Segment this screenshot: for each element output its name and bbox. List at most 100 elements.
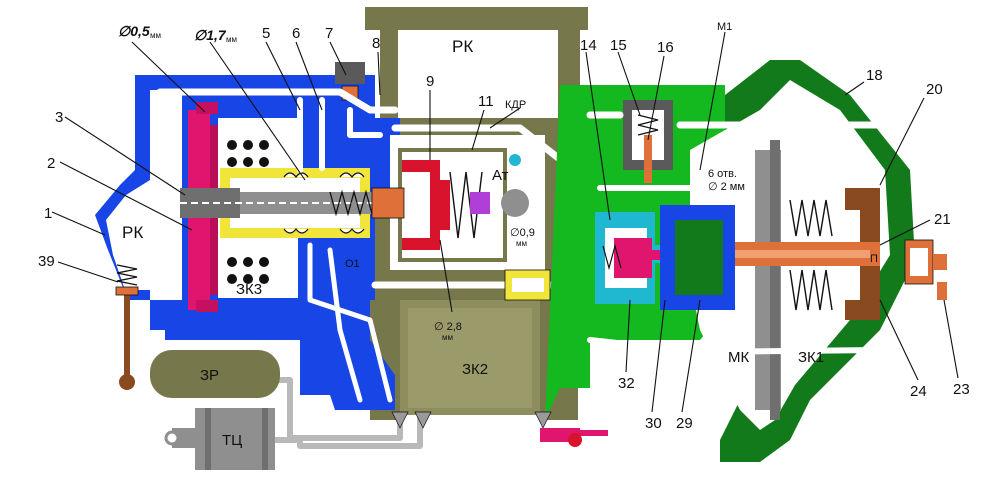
- callout-29: 29: [676, 415, 693, 432]
- diaphragm-gray-plate: [770, 140, 780, 420]
- label-kdr: КДР: [505, 99, 526, 111]
- violet-valve: [470, 192, 490, 214]
- channel-low2: [327, 247, 363, 403]
- dim-d28-unit: мм: [442, 333, 453, 342]
- magenta-valve: [614, 238, 652, 278]
- zk1-spring-bot: [789, 269, 833, 311]
- holes-line1: 6 отв.: [708, 168, 737, 180]
- callout-32: 32: [618, 375, 635, 392]
- label-mk: МК: [728, 349, 749, 366]
- label-zr: ЗР: [200, 367, 219, 384]
- callout-16: 16: [657, 39, 674, 56]
- at-indicator-dot: [509, 154, 521, 166]
- tc-pipe: [270, 415, 423, 449]
- callout-21: 21: [934, 211, 951, 228]
- label-rk-left: РК: [122, 223, 143, 242]
- diaphragm-2-ring-bot: [196, 300, 218, 312]
- cylinder-tc-rod: [172, 428, 196, 448]
- callout-2: 2: [47, 155, 55, 172]
- dim-d17: ∅1,7: [194, 27, 227, 43]
- plug-7: [335, 62, 365, 84]
- filter: [504, 269, 551, 301]
- cylinder-tc-rib1: [205, 408, 211, 470]
- callout-24: 24: [910, 383, 927, 400]
- holes-line2: ∅ 2 мм: [708, 181, 745, 193]
- callout-9: 9: [426, 73, 434, 90]
- callout-5: 5: [262, 25, 270, 42]
- dim-d05-unit: мм: [150, 31, 161, 40]
- callout-39: 39: [38, 253, 55, 270]
- label-o1: О1: [345, 258, 360, 270]
- lower-pipe: [587, 337, 883, 355]
- callout-20: 20: [926, 81, 943, 98]
- callout-15: 15: [610, 37, 627, 54]
- label-tc: ТЦ: [222, 432, 242, 449]
- valve-39-spring: [116, 264, 138, 286]
- valve-39-stem: [124, 295, 130, 375]
- dim-d09-unit: мм: [516, 239, 527, 248]
- central-body: [365, 7, 588, 420]
- dim-d17-unit: мм: [226, 35, 237, 44]
- orange-rod-inner: [720, 250, 870, 258]
- callout-30: 30: [645, 415, 662, 432]
- cyan-valve-spring: [602, 243, 622, 271]
- callout-14: 14: [580, 37, 597, 54]
- plug-23-inner: [910, 248, 928, 276]
- label-p: П: [870, 253, 878, 265]
- rk-chamber-top: [398, 30, 558, 118]
- filter-core: [512, 278, 544, 292]
- rk-left-chamber: [106, 90, 182, 300]
- callout-7: 7: [325, 25, 333, 42]
- label-zk3: ЗК3: [236, 281, 262, 298]
- callout-23: 23: [953, 381, 970, 398]
- cylinder-tc-eye: [164, 430, 180, 446]
- right-body: [545, 60, 947, 462]
- zk3-springs: [227, 140, 269, 284]
- rod-spring: [329, 189, 373, 217]
- left-channels: [156, 88, 399, 403]
- text-labels: ∅0,5 мм ∅1,7 мм ∅0,9 мм ∅ 2,8 мм 6 отв. …: [38, 21, 970, 449]
- dim-d05: ∅0,5: [118, 23, 150, 39]
- check-valve-2: [414, 411, 432, 429]
- drain-cock-handle: [580, 430, 608, 436]
- valve-16-stem: [644, 135, 652, 183]
- label-m1: М1: [717, 21, 732, 33]
- channel-top: [156, 88, 399, 114]
- plug-23-foot: [937, 282, 947, 300]
- check-valve-1: [391, 411, 409, 429]
- drain-cock-valve: [568, 433, 582, 447]
- tank-zr: [150, 350, 280, 398]
- callout-6: 6: [292, 25, 300, 42]
- check-valve-3: [534, 411, 552, 429]
- orange-plug: [371, 187, 405, 219]
- label-zk2: ЗК2: [462, 361, 488, 378]
- top-lid: [365, 7, 588, 30]
- tanks: [150, 350, 608, 470]
- zk1-spring-top: [789, 199, 833, 237]
- callout-18: 18: [866, 67, 883, 84]
- cylinder-tc-rib2: [262, 408, 268, 470]
- valve-39-knob: [119, 374, 135, 390]
- valve-16-spring: [637, 114, 659, 136]
- callout-1: 1: [44, 205, 52, 222]
- plug-23-tab: [933, 254, 947, 270]
- dim-d09: ∅0,9: [510, 227, 535, 239]
- piston-9-web: [430, 180, 450, 230]
- label-at: Ат: [492, 167, 509, 184]
- leader-lines: [51, 31, 959, 413]
- ball-valve: [501, 189, 529, 217]
- valve-39-seat: [115, 286, 139, 296]
- callout-8: 8: [372, 35, 380, 52]
- callout-11: 11: [478, 93, 494, 110]
- magenta-stem: [650, 250, 665, 260]
- diaphragm-2-ring-top: [196, 102, 218, 114]
- zk2-inner: [408, 308, 532, 408]
- label-zk1: ЗК1: [798, 349, 824, 366]
- at-spring: [449, 171, 483, 239]
- blue-block-gap: [675, 220, 723, 295]
- channel-8: [347, 107, 383, 138]
- callout-3: 3: [55, 109, 63, 126]
- dim-d28: ∅ 2,8: [434, 321, 462, 333]
